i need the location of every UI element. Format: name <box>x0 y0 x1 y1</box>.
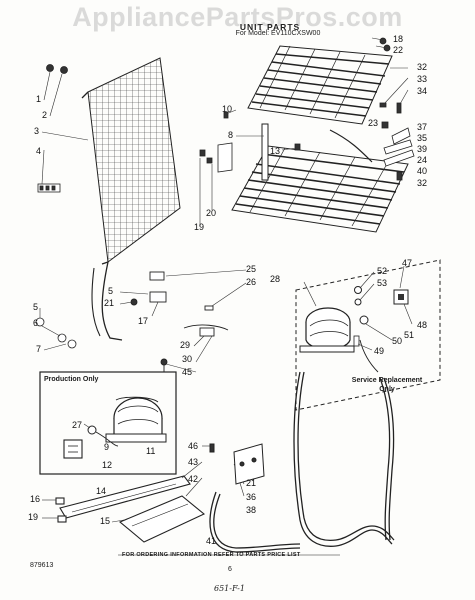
callout-3: 3 <box>34 126 40 136</box>
callout-53: 53 <box>377 278 388 288</box>
callout-4: 4 <box>36 146 42 156</box>
callout-21-bottom: 21 <box>246 478 257 488</box>
filter-drier <box>209 443 265 485</box>
callout-7: 7 <box>36 344 42 354</box>
callout-20: 20 <box>206 208 217 218</box>
callout-11: 11 <box>146 446 156 456</box>
evaporator-lower <box>231 129 409 233</box>
callout-9: 9 <box>104 442 110 452</box>
production-only-box <box>39 371 177 475</box>
callout-19-bottom: 19 <box>28 512 39 522</box>
callout-33: 33 <box>417 74 428 84</box>
callout-40: 40 <box>417 166 428 176</box>
callout-5-middle: 5 <box>108 286 114 296</box>
callout-37: 37 <box>417 122 428 132</box>
diagram-title: UNIT PARTS <box>239 22 301 32</box>
callout-32-bottom: 32 <box>417 178 428 188</box>
callout-17: 17 <box>138 316 149 326</box>
callout-29: 29 <box>180 340 191 350</box>
page-mark: 6 <box>228 566 232 573</box>
callout-39: 39 <box>417 144 428 154</box>
callout-52: 52 <box>377 266 388 276</box>
callout-24: 24 <box>417 155 428 165</box>
callout-36: 36 <box>246 492 257 502</box>
callout-32-top: 32 <box>417 62 428 72</box>
ordering-note: FOR ORDERING INFORMATION REFER TO PARTS … <box>122 552 301 558</box>
production-only-label: Production Only <box>44 376 99 383</box>
service-replacement-label: Service Replacement Only <box>344 376 430 394</box>
callout-1: 1 <box>36 94 42 104</box>
left-fasteners <box>35 64 213 349</box>
callout-23: 23 <box>368 118 379 128</box>
callout-12: 12 <box>102 460 113 470</box>
callout-42: 42 <box>188 474 199 484</box>
service-replacement-line-2: Only <box>379 386 395 393</box>
base-rail <box>55 475 206 543</box>
callout-35: 35 <box>417 133 428 143</box>
callout-5-left: 5 <box>33 302 39 312</box>
service-replacement-line-1: Service Replacement <box>351 377 423 384</box>
callout-26: 26 <box>246 277 257 287</box>
callout-43: 43 <box>188 457 199 467</box>
callout-47: 47 <box>402 258 413 268</box>
callout-48: 48 <box>417 320 428 330</box>
service-replacement-box <box>295 259 441 411</box>
callout-13: 13 <box>270 146 281 156</box>
callout-15: 15 <box>100 516 111 526</box>
handwritten-code: 651-F-1 <box>214 584 245 593</box>
callout-2: 2 <box>42 110 48 120</box>
suction-tube <box>261 123 269 181</box>
callout-49: 49 <box>374 346 385 356</box>
callout-18: 18 <box>393 34 404 44</box>
callout-27: 27 <box>72 420 83 430</box>
watermark: AppliancePartsPros.com <box>72 2 403 32</box>
callout-25: 25 <box>246 264 257 274</box>
callout-41: 41 <box>206 536 217 546</box>
drawing-number: 879613 <box>30 562 54 569</box>
callout-8: 8 <box>228 130 234 140</box>
hardware-parts <box>217 37 415 181</box>
callout-16: 16 <box>30 494 41 504</box>
refrigerant-tubing <box>209 371 395 553</box>
callout-38: 38 <box>246 505 257 515</box>
callout-34: 34 <box>417 86 428 96</box>
callout-28: 28 <box>270 274 281 284</box>
callout-14: 14 <box>96 486 107 496</box>
callout-45: 45 <box>182 367 193 377</box>
evaporator-upper <box>247 45 393 125</box>
callout-19-top: 19 <box>194 222 205 232</box>
callout-46: 46 <box>188 441 199 451</box>
callout-50: 50 <box>392 336 403 346</box>
condenser-coil <box>81 57 181 341</box>
model-number: For Model: EV110CXSW00 <box>235 30 321 37</box>
callout-51: 51 <box>404 330 415 340</box>
callout-22: 22 <box>393 45 404 55</box>
callout-21-middle: 21 <box>104 298 115 308</box>
callout-30: 30 <box>182 354 193 364</box>
callout-6: 6 <box>33 318 39 328</box>
callout-10: 10 <box>222 104 233 114</box>
